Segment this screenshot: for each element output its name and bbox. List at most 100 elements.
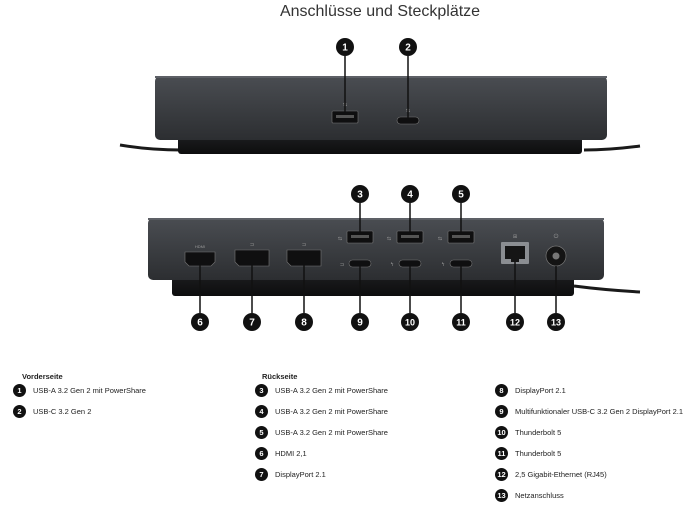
legend-item: 1 USB-A 3.2 Gen 2 mit PowerShare bbox=[13, 384, 146, 397]
rear-legend-list-2: 8 DisplayPort 2.1 9 Multifunktionaler US… bbox=[495, 384, 683, 510]
rear-legend-list-1: 3 USB-A 3.2 Gen 2 mit PowerShare 4 USB-A… bbox=[255, 384, 388, 489]
rear-usb-c-port-11 bbox=[449, 259, 473, 268]
legend-label: Thunderbolt 5 bbox=[515, 428, 562, 437]
thunderbolt-symbol-10: ϟ bbox=[390, 262, 393, 268]
legend-item: 8 DisplayPort 2.1 bbox=[495, 384, 683, 397]
thunderbolt-symbol-11: ϟ bbox=[441, 262, 444, 268]
legend-item: 6 HDMI 2,1 bbox=[255, 447, 388, 460]
legend-badge: 12 bbox=[495, 468, 508, 481]
legend-label: USB-A 3.2 Gen 2 mit PowerShare bbox=[275, 428, 388, 437]
callout-badge-3 bbox=[351, 185, 369, 203]
legend-badge: 1 bbox=[13, 384, 26, 397]
callout-number-10: 10 bbox=[405, 318, 415, 328]
legend-item: 7 DisplayPort 2.1 bbox=[255, 468, 388, 481]
legend-label: Thunderbolt 5 bbox=[515, 449, 562, 458]
legend-label: 2,5 Gigabit-Ethernet (RJ45) bbox=[515, 470, 607, 479]
rear-legend-heading: Rückseite bbox=[262, 372, 298, 381]
legend-badge: 4 bbox=[255, 405, 268, 418]
legend-item: 2 USB-C 3.2 Gen 2 bbox=[13, 405, 146, 418]
dock-front-body bbox=[155, 76, 607, 140]
callout-badge-4 bbox=[401, 185, 419, 203]
dock-illustration: ⇆ ⇆ 1 2 HDMI ⊐ ⊐ ⇆ ⇆ ⇆ bbox=[119, 38, 641, 331]
legend-badge: 7 bbox=[255, 468, 268, 481]
callout-number-5: 5 bbox=[458, 190, 464, 201]
cable-right bbox=[583, 144, 641, 152]
dock-rear-view: HDMI ⊐ ⊐ ⇆ ⇆ ⇆ ⊐ ϟ ϟ ⊞ ⏻ 3 bbox=[148, 185, 641, 331]
hdmi-port-label: HDMI bbox=[195, 244, 205, 249]
callout-number-13: 13 bbox=[551, 318, 561, 328]
legend-badge: 6 bbox=[255, 447, 268, 460]
callout-badge-10 bbox=[401, 313, 419, 331]
callout-badge-11 bbox=[452, 313, 470, 331]
legend-item: 9 Multifunktionaler USB-C 3.2 Gen 2 Disp… bbox=[495, 405, 683, 418]
rear-cable-right bbox=[573, 284, 641, 294]
page-title: Anschlüsse und Steckplätze bbox=[279, 3, 481, 20]
legend-badge: 10 bbox=[495, 426, 508, 439]
callout-badge-1 bbox=[336, 38, 354, 56]
displayport-port-8 bbox=[286, 249, 322, 267]
network-symbol: ⊞ bbox=[513, 234, 517, 240]
front-legend-list: 1 USB-A 3.2 Gen 2 mit PowerShare 2 USB-C… bbox=[13, 384, 146, 426]
front-usb-a-tongue bbox=[336, 115, 354, 118]
dock-front-view: ⇆ ⇆ 1 2 bbox=[119, 38, 641, 154]
callout-badge-7 bbox=[243, 313, 261, 331]
rear-usb-symbol-4: ⇆ bbox=[387, 236, 391, 242]
callout-badge-9 bbox=[351, 313, 369, 331]
callout-badge-2 bbox=[399, 38, 417, 56]
displayport-port-7 bbox=[234, 249, 270, 267]
dock-rear-edge bbox=[148, 218, 604, 220]
callout-number-4: 4 bbox=[407, 190, 413, 201]
rear-usb-symbol-3: ⇆ bbox=[338, 236, 342, 242]
legend-label: DisplayPort 2.1 bbox=[515, 386, 566, 395]
front-usb-c-port bbox=[396, 116, 420, 125]
callout-badge-12 bbox=[506, 313, 524, 331]
legend-item: 10 Thunderbolt 5 bbox=[495, 426, 683, 439]
cable-left bbox=[119, 143, 183, 152]
dp-symbol-8: ⊐ bbox=[302, 242, 306, 248]
callout-number-12: 12 bbox=[510, 318, 520, 328]
callout-number-9: 9 bbox=[357, 318, 363, 329]
callout-number-2: 2 bbox=[405, 43, 411, 54]
callout-number-7: 7 bbox=[249, 318, 255, 329]
rear-usb-a-tongue-3 bbox=[351, 235, 369, 238]
dock-front-edge bbox=[155, 76, 607, 78]
dock-front-base bbox=[178, 136, 582, 154]
legend-badge: 11 bbox=[495, 447, 508, 460]
callout-badge-5 bbox=[452, 185, 470, 203]
front-legend-heading: Vorderseite bbox=[22, 372, 63, 381]
callout-number-8: 8 bbox=[301, 318, 307, 329]
legend-item: 5 USB-A 3.2 Gen 2 mit PowerShare bbox=[255, 426, 388, 439]
legend-item: 13 Netzanschluss bbox=[495, 489, 683, 502]
legend-label: HDMI 2,1 bbox=[275, 449, 307, 458]
callout-number-11: 11 bbox=[456, 318, 466, 328]
legend-label: DisplayPort 2.1 bbox=[275, 470, 326, 479]
legend-label: Netzanschluss bbox=[515, 491, 564, 500]
legend-label: Multifunktionaler USB-C 3.2 Gen 2 Displa… bbox=[515, 407, 683, 416]
callout-badge-6 bbox=[191, 313, 209, 331]
dock-rear-body bbox=[148, 218, 604, 280]
legend-item: 11 Thunderbolt 5 bbox=[495, 447, 683, 460]
legend-label: USB-A 3.2 Gen 2 mit PowerShare bbox=[275, 386, 388, 395]
callout-badge-8 bbox=[295, 313, 313, 331]
callout-number-6: 6 bbox=[197, 318, 203, 329]
callout-badge-13 bbox=[547, 313, 565, 331]
legend-label: USB-A 3.2 Gen 2 mit PowerShare bbox=[33, 386, 146, 395]
callout-number-3: 3 bbox=[357, 190, 363, 201]
legend-label: USB-C 3.2 Gen 2 bbox=[33, 407, 92, 416]
rear-usb-a-tongue-5 bbox=[452, 235, 470, 238]
rear-usb-c-port-10 bbox=[398, 259, 422, 268]
rj45-port-socket bbox=[505, 246, 525, 262]
legend-badge: 8 bbox=[495, 384, 508, 397]
legend-badge: 3 bbox=[255, 384, 268, 397]
power-port-pin bbox=[552, 252, 560, 260]
legend-label: USB-A 3.2 Gen 2 mit PowerShare bbox=[275, 407, 388, 416]
callout-number-1: 1 bbox=[342, 43, 348, 54]
legend-badge: 5 bbox=[255, 426, 268, 439]
rear-usb-c-port-9 bbox=[348, 259, 372, 268]
rear-dp-alt-symbol-9: ⊐ bbox=[340, 262, 344, 268]
power-symbol: ⏻ bbox=[554, 233, 559, 240]
legend-item: 12 2,5 Gigabit-Ethernet (RJ45) bbox=[495, 468, 683, 481]
legend-badge: 2 bbox=[13, 405, 26, 418]
legend-item: 4 USB-A 3.2 Gen 2 mit PowerShare bbox=[255, 405, 388, 418]
legend-badge: 9 bbox=[495, 405, 508, 418]
